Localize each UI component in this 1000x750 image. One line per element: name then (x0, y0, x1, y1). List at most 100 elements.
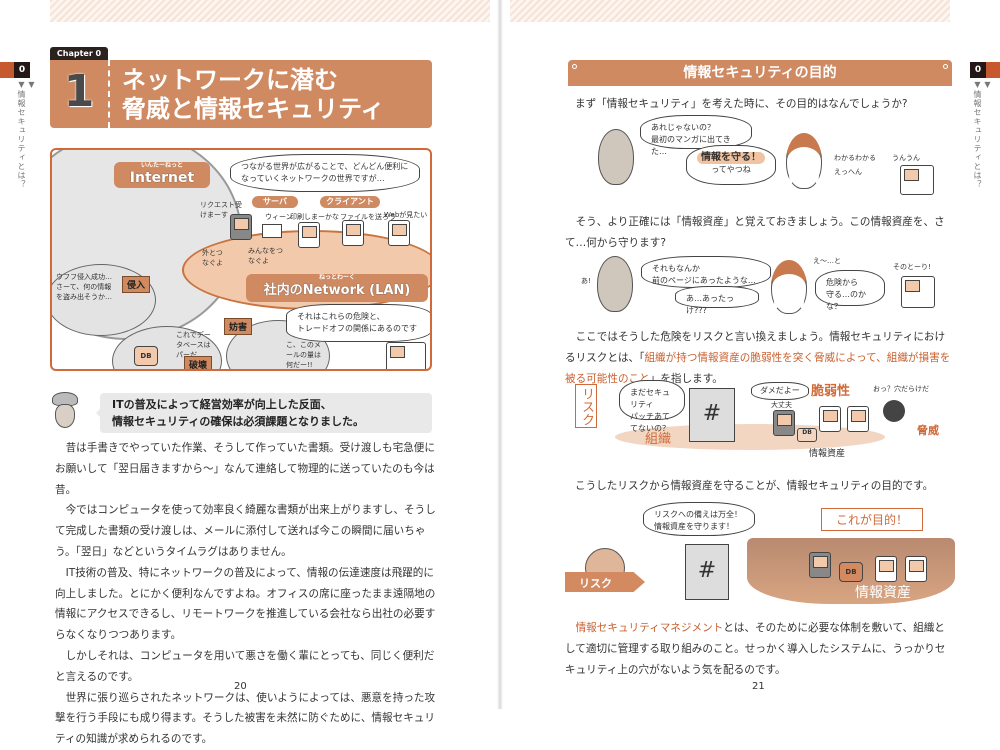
goal-diagram: リスクへの備えは万全！情報資産を守ります！ これが目的！ リスク # DB 情報… (565, 502, 955, 608)
management-text: 情報セキュリティマネジメントとは、そのために必要な体制を敷いて、組織として適切に… (565, 622, 946, 676)
risk-arrow-label: リスク (579, 577, 612, 590)
lan-label: ねっとわーく 社内のNetwork (LAN) (246, 274, 428, 302)
speech-bubble: リスクへの備えは万全！情報資産を守ります！ (643, 502, 755, 536)
risk-diagram: リスク 組織 まだセキュリティパッチあててないの？ # ダメだよー 脆弱性 大丈… (575, 380, 955, 459)
side-tab-label: ▼▼情報セキュリティとは？ (973, 80, 992, 189)
organization-building: # (689, 388, 735, 442)
computer-character (900, 165, 934, 195)
side-tab-number: 0 (14, 62, 30, 78)
destruction-note: これでデータベースはパーだ (176, 331, 211, 359)
title-box: 1 ネットワークに潜む脅威と情報セキュリティ (50, 60, 432, 128)
server-tag: サーバ (252, 196, 298, 208)
risk-definition-highlight: 組織が持つ情報資産の脆弱性を突く脅威によって、組織が損害を被る可能性のこと (565, 351, 951, 385)
comic-note: そのとーり! (893, 263, 931, 271)
book-spine (497, 0, 503, 709)
page-number-left: 20 (234, 681, 247, 692)
interference-note: こ、このメールの量は何だー!! (286, 341, 321, 369)
divider (108, 60, 110, 128)
intrusion-tag: 侵入 (122, 276, 151, 293)
client-computer (388, 220, 410, 246)
section-heading: 情報セキュリティの目的 (568, 60, 952, 86)
triangle-icon: ▼▼ (973, 80, 992, 90)
speech-bubble-bottom: それはこれらの危険と、トレードオフの関係にあるのです (286, 304, 430, 342)
top-band-left (50, 0, 490, 22)
speech-bubble: まだセキュリティパッチあててないの？ (619, 380, 685, 433)
internet-label: いんたーねっと Internet (114, 162, 210, 188)
purpose-text: こうしたリスクから情報資産を守ることが、情報セキュリティの目的です。 (575, 480, 934, 492)
goal-label: これが目的！ (821, 508, 924, 531)
comic-note: おっ？穴だらけだ (873, 385, 929, 393)
speech-bubble: ダメだよー (751, 382, 809, 400)
risk-definition-text: ここではそうした危険をリスクと言い換えましょう。情報セキュリティにおけるリスクと… (565, 331, 951, 385)
speech-bubble: 情報を守る！ ってやつね (686, 145, 776, 185)
acorn-character-icon (48, 392, 82, 430)
comic-panel-1: あれじゃないの？最初のマンガに出てきた… 情報を守る！ ってやつね わかるわかる… (590, 115, 950, 195)
asset-label: 情報資産 (809, 449, 846, 459)
section-number: 1 (63, 66, 95, 117)
organization-building: # (685, 544, 729, 600)
intrusion-note: ウフフ侵入成功…さーて、何の情報を盗み出そうか… (56, 273, 112, 301)
summary-box: ITの普及によって経営効率が向上した反面、情報セキュリティの確保は必須課題となり… (96, 393, 432, 433)
db-icon: DB (134, 346, 158, 366)
rivet-icon (943, 64, 948, 69)
mushroom-character (786, 133, 822, 189)
web-note: Webが見たい (384, 211, 428, 219)
vulnerability-label: 脆弱性 (811, 384, 851, 399)
side-tab-color (986, 62, 1000, 78)
side-tab-label: ▼▼情報セキュリティとは？ (17, 80, 36, 189)
request-note: リクエスト受けまーす (200, 201, 242, 219)
db-icon: DB (797, 428, 817, 442)
comic-panel-2: あ! それもなんか前のページにあったような… あ…あったっけ??? え〜…と 危… (575, 250, 955, 315)
file-note: ファイルを送ろう (340, 213, 396, 221)
print-note: 印刷しまーかな (290, 213, 339, 221)
comic-note: えっへん (834, 168, 862, 176)
guide-computer (386, 342, 426, 369)
top-band-right (510, 0, 950, 22)
mushroom-character (771, 260, 807, 314)
speech-bubble: あ…あったっけ??? (675, 286, 759, 315)
asset-computer (905, 556, 927, 582)
hub-note: みんなをつなぐよ (248, 247, 283, 265)
intro-text: まず「情報セキュリティ」を考えた時に、その目的はなんでしょうか? (575, 98, 908, 110)
threat-character (883, 400, 905, 422)
speech-bubble: あれじゃないの？最初のマンガに出てきた… (640, 115, 752, 156)
question-text: そう、より正確には「情報資産」と覚えておきましょう。この情報資産を、さて…何から… (565, 216, 945, 249)
chapter-label: Chapter 0 (50, 47, 108, 61)
threat-label: 脅威 (917, 424, 939, 437)
side-tab-color (0, 62, 14, 78)
risk-label: リスク (575, 384, 597, 428)
server-computer (230, 214, 252, 240)
interference-tag: 妨害 (224, 318, 253, 335)
triangle-icon: ▼▼ (17, 80, 36, 90)
side-tab-number: 0 (970, 62, 986, 78)
comic-note: え〜…と (813, 257, 841, 265)
asset-label: 情報資産 (855, 585, 911, 601)
risk-arrow (565, 572, 645, 592)
page-title: ネットワークに潜む脅威と情報セキュリティ (122, 66, 385, 123)
comic-note: うんうん (892, 154, 920, 162)
asset-computer (847, 406, 869, 432)
client-computer (342, 220, 364, 246)
db-icon: DB (839, 562, 863, 582)
client-tag: クライアント (320, 196, 380, 208)
management-term: 情報セキュリティマネジメント (575, 622, 724, 634)
speech-bubble: 危険から守る…のかな？ (815, 270, 885, 311)
acorn-character (598, 129, 634, 185)
printer-note: ウィーン (265, 213, 293, 221)
page-number-right: 21 (752, 681, 765, 692)
asset-computer (875, 556, 897, 582)
asset-computer (819, 406, 841, 432)
speech-bubble: それもなんか前のページにあったような… (641, 256, 771, 288)
client-computer (298, 222, 320, 248)
comic-note: あ! (581, 277, 591, 285)
printer-icon (262, 224, 282, 238)
destruction-tag: 破壊 (184, 356, 213, 369)
network-illustration: いんたーねっと Internet つながる世界が広がることで、どんどん便利になっ… (50, 148, 432, 371)
asset-computer (809, 552, 831, 578)
asset-computer (773, 410, 795, 436)
comic-note: わかるわかる (834, 154, 876, 162)
left-body-text: 昔は手書きでやっていた作業、そうして作っていた書類。受け渡しも宅急便にお願いして… (55, 442, 436, 746)
speech-bubble-top: つながる世界が広がることで、どんどん便利になっていくネットワークの世界ですが… (230, 154, 420, 192)
acorn-character (597, 256, 633, 312)
comic-note: 大丈夫 (771, 401, 792, 409)
